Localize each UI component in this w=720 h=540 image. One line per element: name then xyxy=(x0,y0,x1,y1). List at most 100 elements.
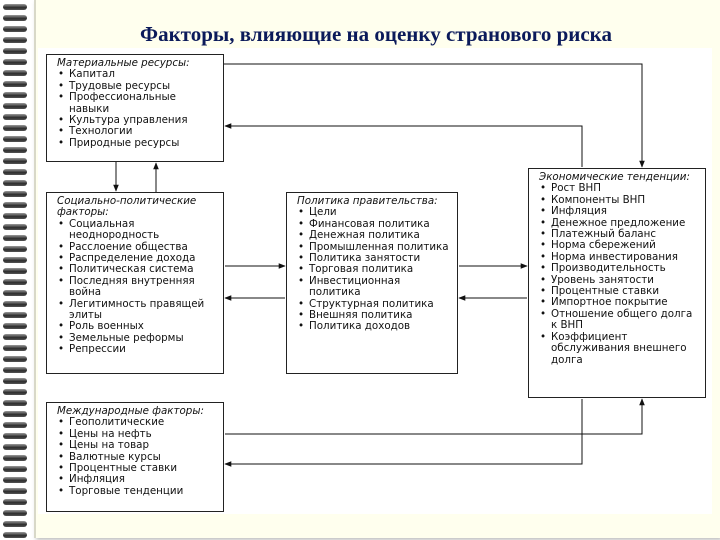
international-factors-header: Международные факторы: xyxy=(57,405,204,417)
spiral-ring xyxy=(3,26,27,32)
spiral-ring xyxy=(3,488,27,494)
economic-trends-list: Рост ВНПКомпоненты ВНПИнфляцияДенежное п… xyxy=(539,182,699,366)
notebook-spiral xyxy=(0,0,30,540)
spiral-ring xyxy=(3,510,27,516)
list-item: Последняя внутренняя война xyxy=(57,275,217,299)
material-resources-box: Материальные ресурсы: КапиталТрудовые ре… xyxy=(46,54,224,162)
list-item: Отношение общего долга к ВНП xyxy=(539,308,699,332)
list-item: Земельные реформы xyxy=(57,332,217,345)
social-political-list: Социальная неоднородностьРасслоение обще… xyxy=(57,218,217,356)
spiral-ring xyxy=(3,477,27,483)
spiral-ring xyxy=(3,422,27,428)
spiral-ring xyxy=(3,521,27,527)
international-factors-box: Международные факторы: ГеополитическиеЦе… xyxy=(46,402,224,512)
spiral-ring xyxy=(3,455,27,461)
list-item: Уровень занятости xyxy=(539,274,699,287)
list-item: Импортное покрытие xyxy=(539,297,699,310)
list-item: Процентные ставки xyxy=(539,285,699,298)
spiral-ring xyxy=(3,158,27,164)
economic-trends-header: Экономические тенденции: xyxy=(539,171,690,183)
government-policy-box: Политика правительства: ЦелиФинансовая п… xyxy=(286,192,458,374)
diagram-area: Материальные ресурсы: КапиталТрудовые ре… xyxy=(38,48,712,514)
spiral-ring xyxy=(3,378,27,384)
spiral-ring xyxy=(3,301,27,307)
spiral-ring xyxy=(3,92,27,98)
spiral-ring xyxy=(3,81,27,87)
list-item: Политика доходов xyxy=(297,321,451,334)
arrow-international-to-economic xyxy=(225,398,645,435)
spiral-ring xyxy=(3,15,27,21)
spiral-ring xyxy=(3,224,27,230)
list-item: Культура управления xyxy=(57,114,217,127)
list-item: Денежное предложение xyxy=(539,217,699,230)
list-item: Репрессии xyxy=(57,343,217,356)
spiral-ring xyxy=(3,235,27,241)
spiral-ring xyxy=(3,411,27,417)
list-item: Расслоение общества xyxy=(57,241,217,254)
spiral-ring xyxy=(3,499,27,505)
international-factors-list: ГеополитическиеЦены на нефтьЦены на това… xyxy=(57,416,217,498)
arrow-economic-to-material xyxy=(224,123,583,167)
spiral-ring xyxy=(3,290,27,296)
list-item: Геополитические xyxy=(57,416,217,429)
list-item: Политика занятости xyxy=(297,252,451,265)
list-item: Норма сбережений xyxy=(539,240,699,253)
list-item: Платежный баланс xyxy=(539,228,699,241)
list-item: Торговая политика xyxy=(297,264,451,277)
list-item: Природные ресурсы xyxy=(57,137,217,150)
list-item: Производительность xyxy=(539,262,699,275)
list-item: Финансовая политика xyxy=(297,218,451,231)
spiral-ring xyxy=(3,191,27,197)
list-item: Торговые тенденции xyxy=(57,485,217,498)
spiral-ring xyxy=(3,466,27,472)
spiral-ring xyxy=(3,400,27,406)
spiral-ring xyxy=(3,356,27,362)
spiral-ring xyxy=(3,147,27,153)
list-item: Капитал xyxy=(57,68,217,81)
spiral-ring xyxy=(3,103,27,109)
list-item: Технологии xyxy=(57,126,217,139)
list-item: Профессиональные навыки xyxy=(57,92,217,115)
slide-title: Факторы, влияющие на оценку странового р… xyxy=(140,22,612,46)
spiral-ring xyxy=(3,213,27,219)
list-item: Норма инвестирования xyxy=(539,251,699,264)
spiral-ring xyxy=(3,136,27,142)
arrow-economic-to-international xyxy=(224,399,583,467)
spiral-ring xyxy=(3,345,27,351)
list-item: Коэффициент обслуживания внешнего долга xyxy=(539,331,699,366)
list-item: Цены на нефть xyxy=(57,428,217,441)
connector-arrows xyxy=(113,63,645,467)
list-item: Внешняя политика xyxy=(297,309,451,322)
spiral-ring xyxy=(3,334,27,340)
list-item: Рост ВНП xyxy=(539,182,699,195)
spiral-ring xyxy=(3,444,27,450)
spiral-ring xyxy=(3,532,27,538)
list-item: Роль военных xyxy=(57,321,217,334)
spiral-ring xyxy=(3,279,27,285)
spiral-ring xyxy=(3,48,27,54)
list-item: Валютные курсы xyxy=(57,451,217,464)
list-item: Компоненты ВНП xyxy=(539,194,699,207)
list-item: Структурная политика xyxy=(297,298,451,311)
spiral-ring xyxy=(3,246,27,252)
spiral-ring xyxy=(3,268,27,274)
list-item: Инфляция xyxy=(57,474,217,487)
spiral-ring xyxy=(3,367,27,373)
spiral-ring xyxy=(3,257,27,263)
spiral-ring xyxy=(3,125,27,131)
material-resources-list: КапиталТрудовые ресурсыПрофессиональные … xyxy=(57,68,217,150)
list-item: Легитимность правящей элиты xyxy=(57,298,217,322)
government-policy-list: ЦелиФинансовая политикаДенежная политика… xyxy=(297,206,451,334)
list-item: Цели xyxy=(297,206,451,219)
list-item: Социальная неоднородность xyxy=(57,218,217,242)
list-item: Политическая система xyxy=(57,264,217,277)
material-resources-header: Материальные ресурсы: xyxy=(57,57,190,69)
social-political-header: Социально-политические факторы: xyxy=(57,195,197,219)
list-item: Трудовые ресурсы xyxy=(57,80,217,93)
spiral-ring xyxy=(3,169,27,175)
arrow-material-to-economic xyxy=(224,63,645,168)
spiral-ring xyxy=(3,70,27,76)
spiral-ring xyxy=(3,4,27,10)
list-item: Инфляция xyxy=(539,205,699,218)
spiral-ring xyxy=(3,323,27,329)
